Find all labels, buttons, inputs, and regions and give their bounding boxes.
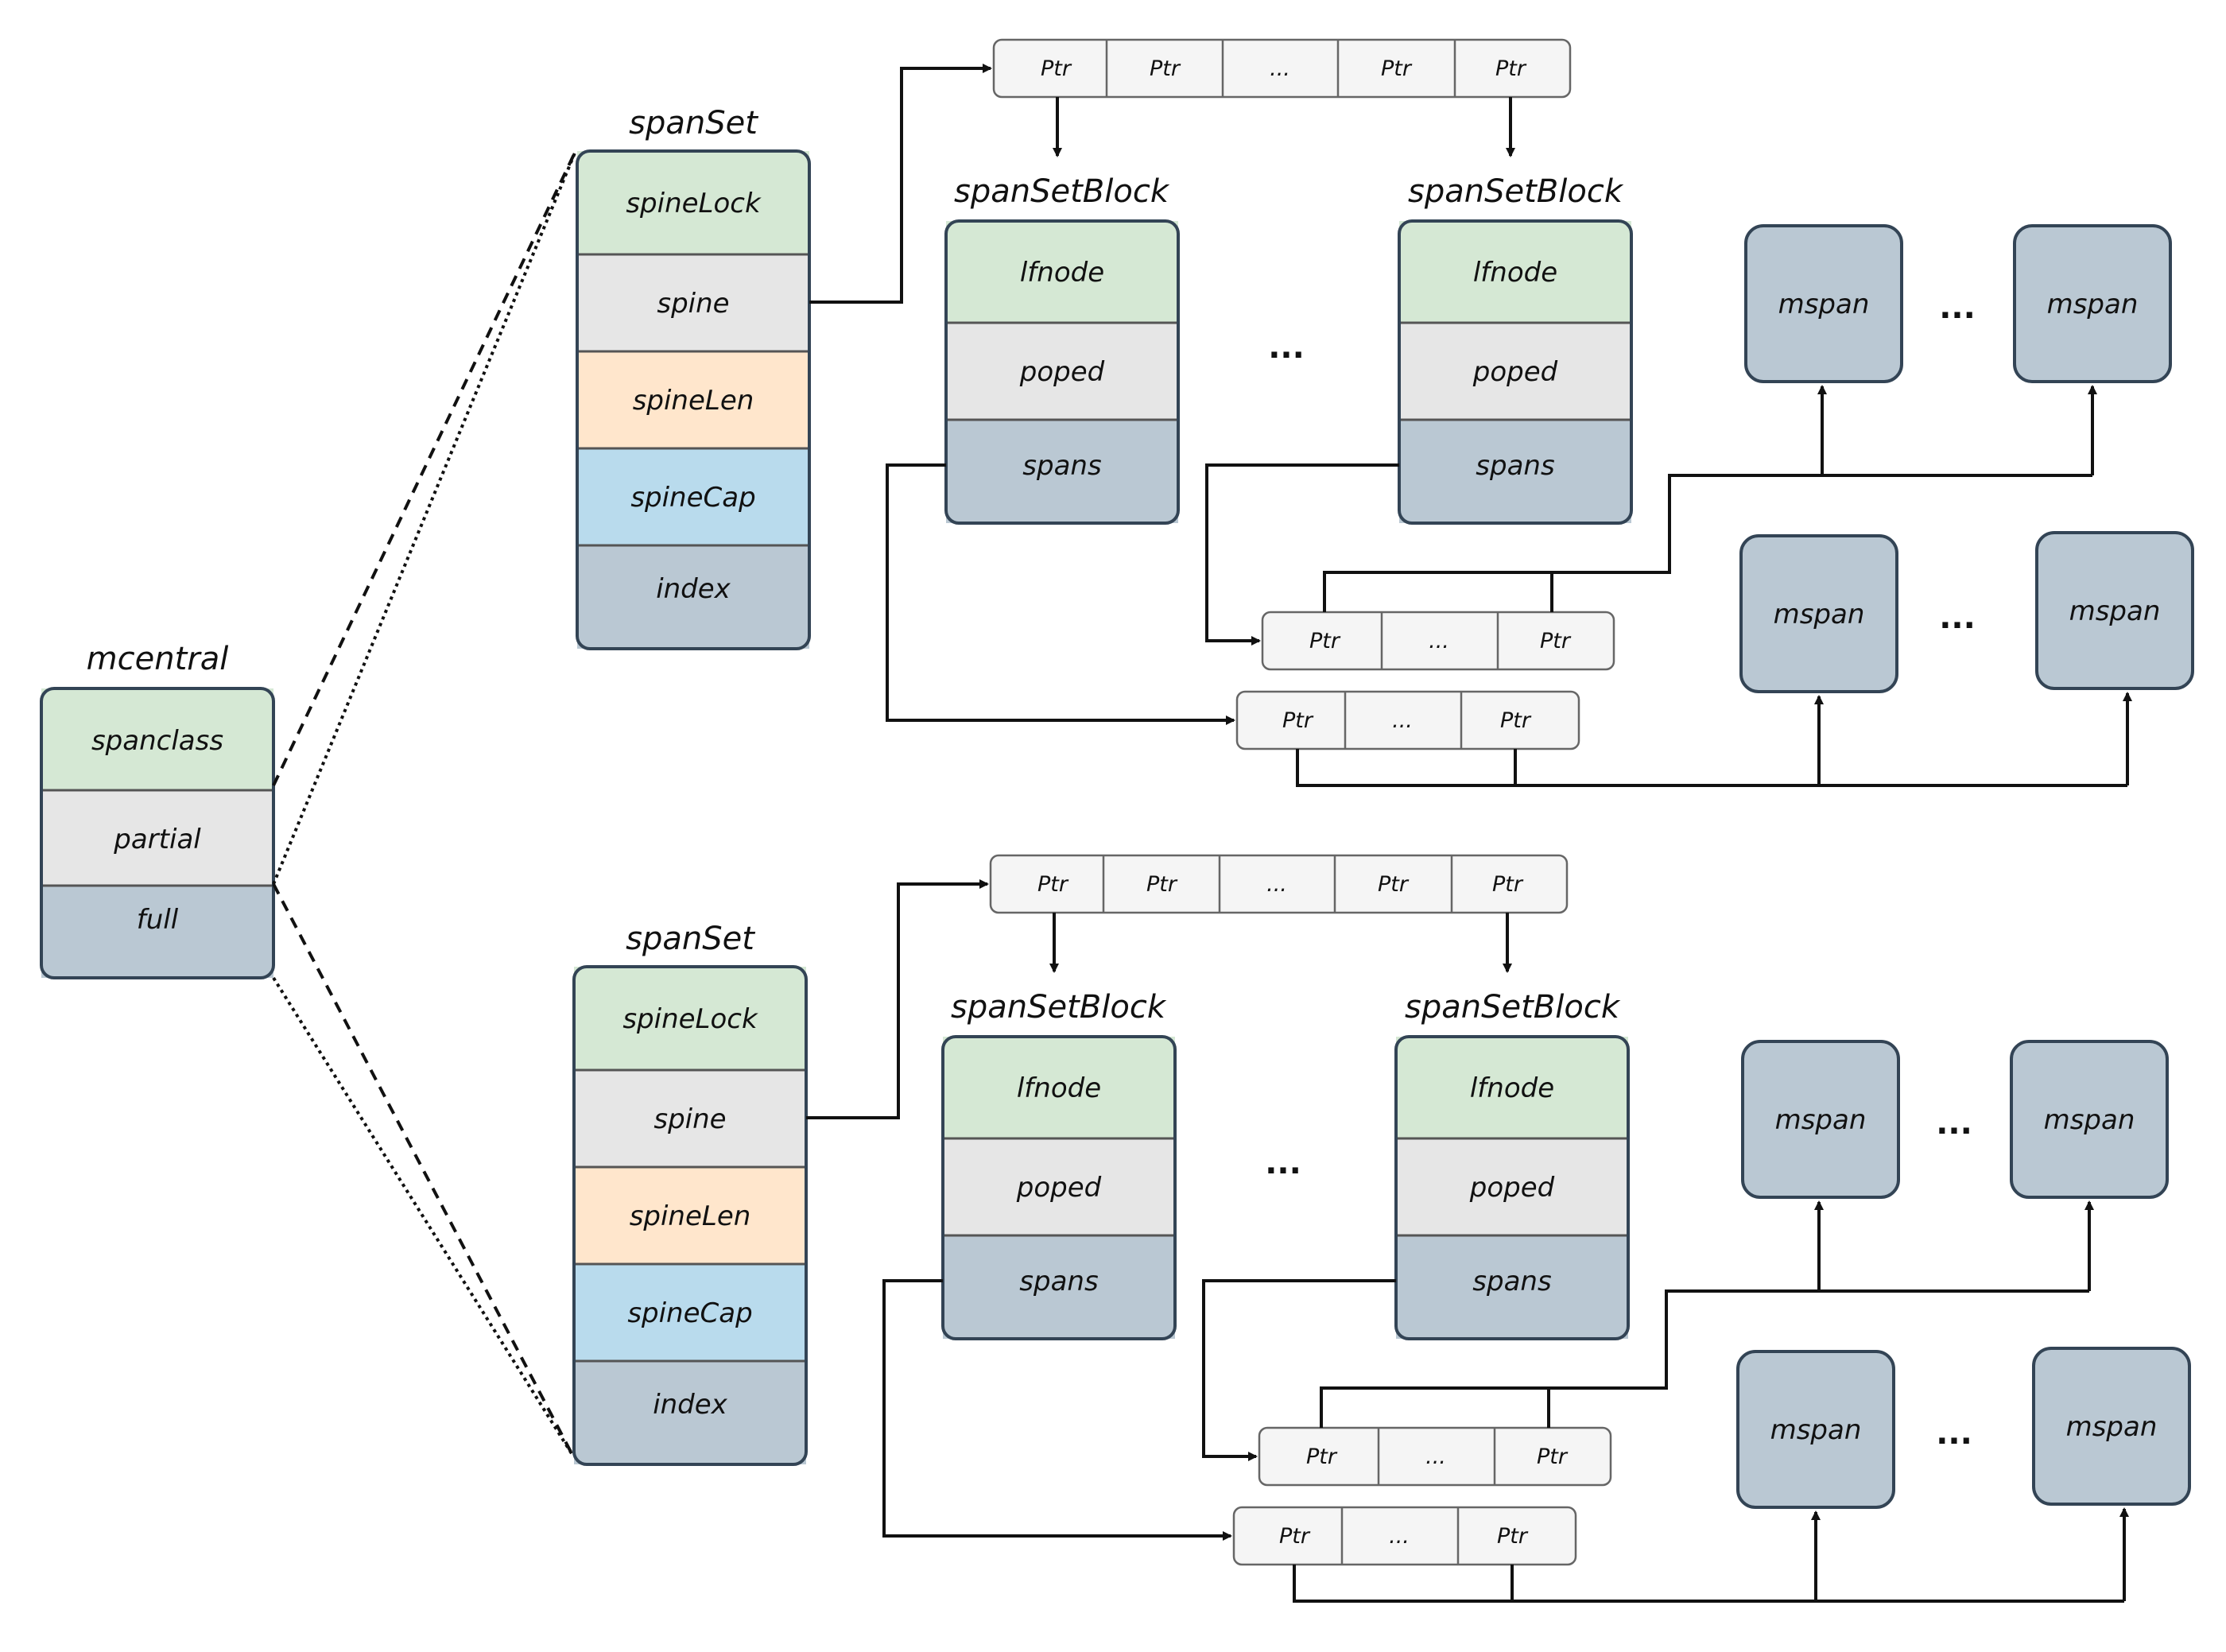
spans-ptr: Ptr [1500,708,1532,733]
mspan-ellipsis: ... [1936,1105,1972,1142]
mspan-box [1739,534,1898,693]
spanset-spinecap: spineCap [630,482,755,514]
block-poped: poped [1019,356,1105,388]
spine-ptr: Ptr [1378,872,1410,897]
block-lfnode: lfnode [1017,1072,1101,1104]
spanset-box [572,965,808,1466]
spans-ptr: Ptr [1309,629,1341,653]
spans-ptr-ellipsis: ... [1389,1524,1410,1549]
mcentral-connectors [272,150,577,1456]
spine-ptr-ellipsis: ... [1270,56,1290,81]
block-lfnode: lfnode [1470,1072,1554,1104]
spanset-group-top: spanSet spineLock spine spineLen spineCa… [576,38,2194,787]
mcentral-spanclass: spanclass [91,725,223,757]
spansetblock-box [1394,1035,1630,1340]
spans-ptr: Ptr [1537,1445,1569,1469]
spansetblock-title: spanSetBlock [954,173,1170,210]
block-lfnode: lfnode [1473,257,1557,289]
mspan-label: mspan [2069,595,2161,627]
spanset-spinelock: spineLock [622,1003,758,1035]
mcentral-title: mcentral [87,641,229,677]
spanset-spinelen: spineLen [630,1200,751,1232]
spanset-spinecap: spineCap [627,1297,752,1329]
spans-ptr-array [1261,611,1615,671]
spans-ptr: Ptr [1279,1524,1311,1549]
spans-ptr: Ptr [1306,1445,1338,1469]
spansetblock-box [941,1035,1177,1340]
block-spans: spans [1022,450,1101,482]
spine-ptr: Ptr [1495,56,1527,81]
spanset-spine: spine [657,288,729,320]
spine-ptr-array [989,854,1569,914]
spine-ptr: Ptr [1492,872,1524,897]
block-lfnode: lfnode [1020,257,1104,289]
spansetblock-box [1398,219,1633,525]
spine-ptr: Ptr [1381,56,1413,81]
spansetblock-box [944,219,1180,525]
spansetblock-title: spanSetBlock [1405,989,1621,1026]
spanset-box [576,149,811,650]
spanset-spinelen: spineLen [633,385,754,417]
spanset-spine: spine [653,1103,726,1135]
spanset-title: spanSet [626,921,755,957]
block-spans: spans [1476,450,1554,482]
spine-ptr-ellipsis: ... [1266,872,1287,897]
mspan-label: mspan [2066,1411,2158,1443]
mspan-label: mspan [1775,1104,1867,1136]
spans-ptr-array [1232,1506,1577,1566]
spans-ptr: Ptr [1497,1524,1529,1549]
spine-ptr: Ptr [1146,872,1178,897]
spansetblock-title: spanSetBlock [1408,173,1624,210]
spanset-index: index [653,1389,727,1421]
mcentral-partial-cell [41,790,273,886]
blocks-ellipsis: ... [1268,329,1305,366]
block-spans: spans [1472,1266,1551,1297]
mcentral-full: full [137,904,179,936]
block-poped: poped [1469,1172,1555,1204]
mspan-label: mspan [1774,599,1865,630]
spanset-title: spanSet [629,105,758,142]
mspan-label: mspan [2044,1104,2135,1136]
spans-ptr-ellipsis: ... [1429,629,1449,653]
spine-ptr: Ptr [1041,56,1072,81]
spine-ptr: Ptr [1150,56,1181,81]
mspan-ellipsis: ... [1936,1415,1972,1452]
mspan-ellipsis: ... [1939,289,1976,326]
spanset-group-bottom: spanSet spineLock spine spineLen spineCa… [572,854,2191,1603]
mspan-label: mspan [1778,289,1870,320]
spanset-index: index [656,573,731,605]
spanset-spinelock: spineLock [626,188,762,219]
mspan-box [1736,1350,1895,1509]
block-poped: poped [1472,356,1558,388]
blocks-ellipsis: ... [1265,1145,1301,1181]
mspan-label: mspan [1770,1414,1862,1446]
mspan-box [1744,224,1903,383]
block-spans: spans [1019,1266,1098,1297]
block-poped: poped [1016,1172,1102,1204]
mcentral-border [40,687,275,979]
mspan-box [1741,1040,1900,1199]
mspan-box [2035,531,2194,690]
spans-ptr: Ptr [1282,708,1314,733]
spans-ptr-array [1258,1426,1612,1487]
mspan-label: mspan [2047,289,2139,320]
spans-ptr: Ptr [1540,629,1572,653]
spans-ptr-ellipsis: ... [1425,1445,1446,1469]
spansetblock-title: spanSetBlock [951,989,1167,1026]
mspan-ellipsis: ... [1939,599,1976,636]
mcentral-partial: partial [113,824,201,855]
mcentral-full-cell [41,886,273,978]
mspan-box [2010,1040,2169,1199]
mspan-box [2013,224,2172,383]
spans-ptr-ellipsis: ... [1392,708,1413,733]
spans-ptr-array [1235,690,1580,750]
mspan-box [2032,1347,2191,1506]
mcentral-spanclass-cell [41,688,273,790]
mcentral: mcentral spanclass partial full [40,641,275,979]
spine-ptr: Ptr [1037,872,1069,897]
spine-ptr-array [992,38,1572,99]
